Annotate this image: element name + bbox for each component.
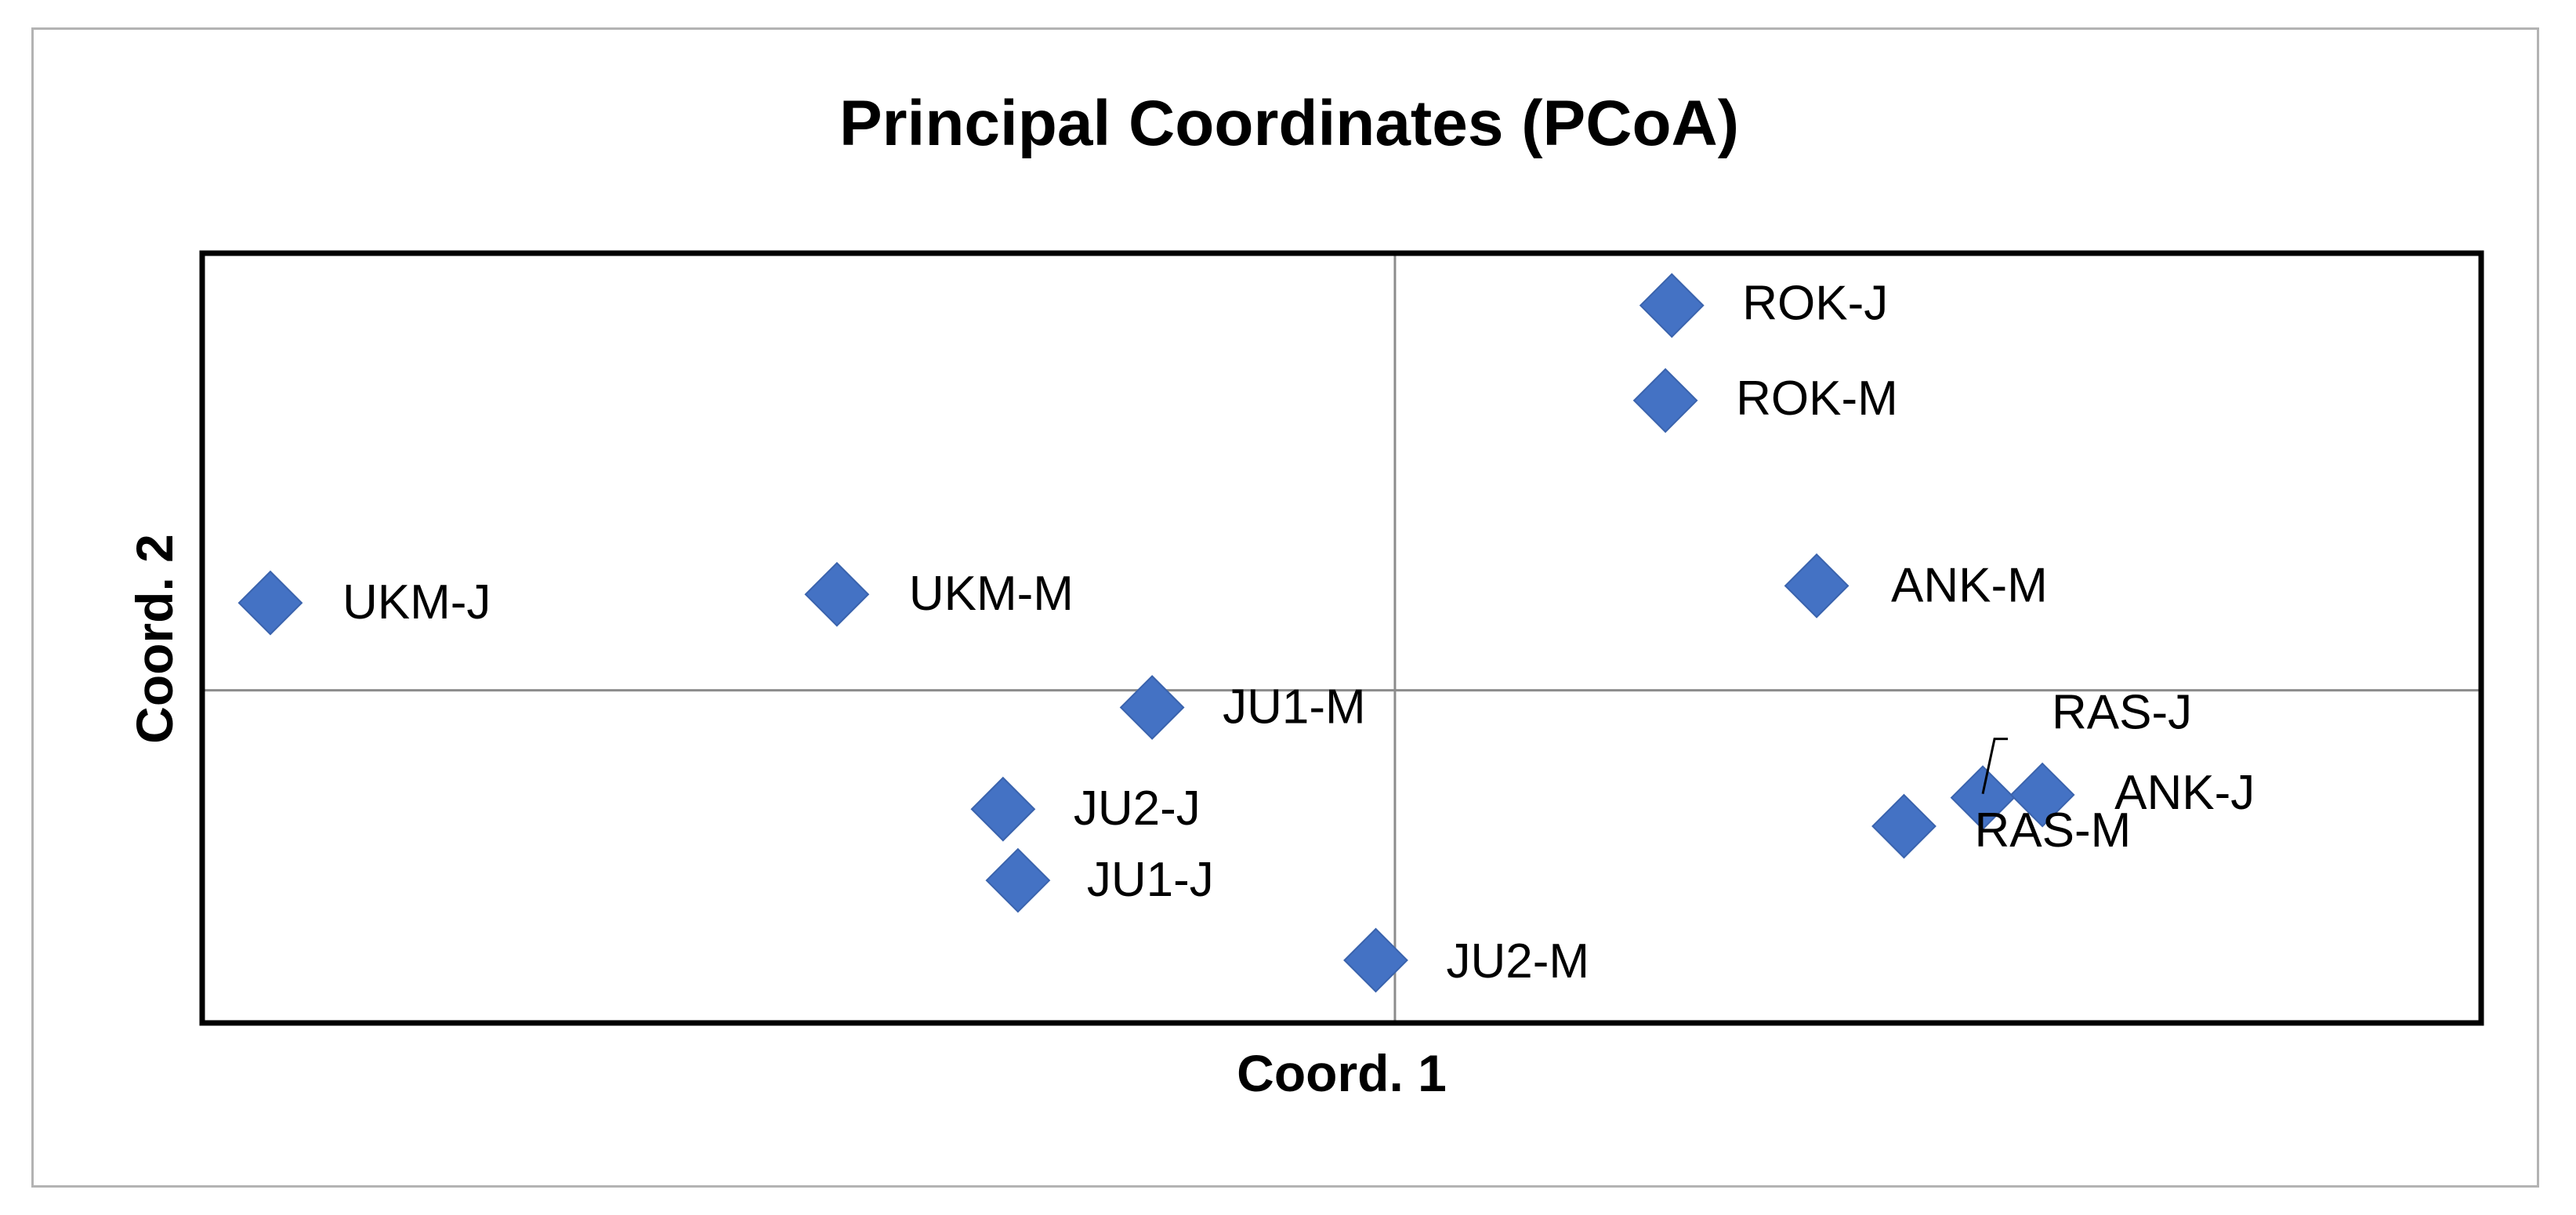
plot-area-border bbox=[199, 250, 2484, 1026]
chart-title: Principal Coordinates (PCoA) bbox=[839, 88, 1739, 159]
data-label-ju2-m: JU2-M bbox=[1446, 934, 1589, 988]
data-labels: ROK-J ROK-M ANK-M UKM-J UKM-M JU1-M RAS-J ANK-J… bbox=[342, 277, 2255, 988]
data-label-ukm-j: UKM-J bbox=[342, 575, 491, 629]
data-point-ank-j bbox=[2009, 762, 2075, 828]
data-point-ras-m bbox=[1871, 793, 1937, 859]
x-axis-title: Coord. 1 bbox=[1237, 1044, 1447, 1102]
data-point-rok-j bbox=[1639, 273, 1705, 339]
zero-lines bbox=[202, 253, 2481, 1023]
data-point-ukm-j bbox=[237, 570, 303, 636]
data-label-ank-m: ANK-M bbox=[1891, 558, 2048, 612]
data-point-ju2-m bbox=[1343, 927, 1408, 993]
data-label-rok-m: ROK-M bbox=[1736, 372, 1898, 426]
data-point-ju1-j bbox=[985, 847, 1051, 913]
data-label-ras-m: RAS-M bbox=[1974, 803, 2131, 858]
data-label-ank-j: ANK-J bbox=[2114, 766, 2255, 820]
data-label-ju1-j: JU1-J bbox=[1087, 853, 1214, 907]
data-point-ras-j bbox=[1950, 765, 2016, 831]
data-point-ank-m bbox=[1784, 553, 1850, 618]
data-label-ukm-m: UKM-M bbox=[909, 567, 1074, 621]
data-point-ju2-j bbox=[970, 776, 1036, 842]
y-axis-title: Coord. 2 bbox=[125, 534, 183, 744]
data-points bbox=[237, 273, 2075, 993]
leader-line-ras-j bbox=[1981, 738, 2009, 794]
data-label-rok-j: ROK-J bbox=[1742, 277, 1888, 331]
data-point-ukm-m bbox=[804, 561, 870, 627]
data-point-ju1-m bbox=[1119, 675, 1185, 740]
data-label-ju2-j: JU2-J bbox=[1074, 782, 1201, 836]
chart-frame bbox=[31, 27, 2539, 1188]
data-label-ras-j: RAS-J bbox=[2052, 686, 2192, 740]
data-label-ju1-m: JU1-M bbox=[1223, 680, 1366, 734]
data-point-rok-m bbox=[1632, 368, 1698, 433]
